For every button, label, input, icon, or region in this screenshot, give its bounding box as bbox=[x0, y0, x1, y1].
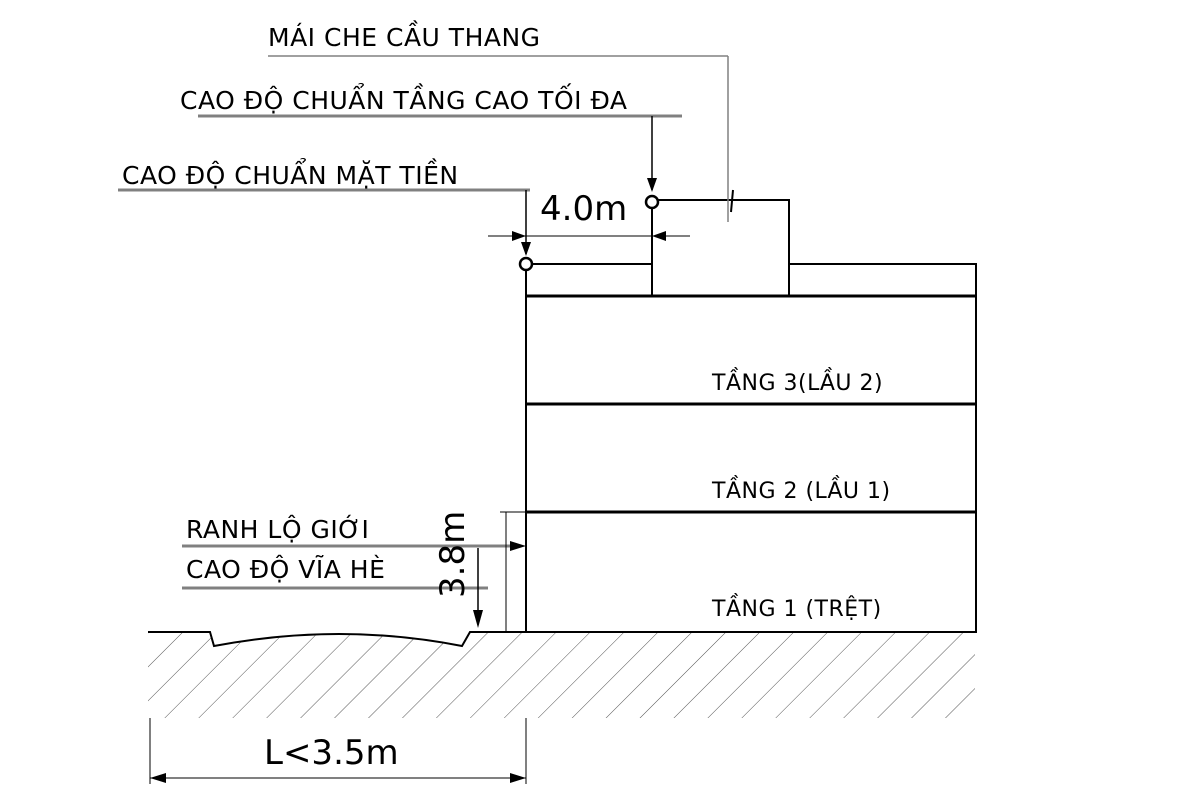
dim-road-width: L<3.5m bbox=[264, 733, 399, 773]
label-sidewalk-level: CAO ĐỘ VĨA HÈ bbox=[186, 554, 385, 584]
setback-dimension bbox=[488, 231, 690, 241]
floor-label-3: TẦNG 3(LẦU 2) bbox=[711, 368, 883, 396]
facade-datum-leader bbox=[118, 188, 531, 256]
parapet-right bbox=[789, 263, 977, 296]
max-height-datum-leader bbox=[198, 114, 682, 192]
label-facade-datum: CAO ĐỘ CHUẨN MẶT TIỀN bbox=[122, 158, 459, 190]
sidewalk-level-leader bbox=[182, 548, 488, 628]
ground-line bbox=[148, 631, 975, 648]
label-stair-roof: MÁI CHE CẦU THANG bbox=[268, 20, 541, 52]
ground-floor-height-dimension bbox=[500, 511, 526, 633]
building-outline bbox=[525, 295, 977, 633]
label-boundary-line: RANH LỘ GIỚI bbox=[186, 514, 369, 544]
building bbox=[525, 199, 977, 633]
datum-marker-top bbox=[644, 194, 660, 210]
label-max-height-datum: CAO ĐỘ CHUẨN TẦNG CAO TỐI ĐA bbox=[180, 83, 627, 115]
datum-marker-facade bbox=[518, 256, 534, 272]
dim-ground-floor-height: 3.8m bbox=[433, 511, 473, 598]
road-width-dimension bbox=[149, 718, 527, 784]
stair-roof-leader bbox=[268, 55, 734, 222]
stair-roof-box bbox=[651, 199, 790, 296]
ground-hatch bbox=[148, 632, 975, 718]
dim-setback: 4.0m bbox=[540, 189, 627, 229]
floor-label-1: TẦNG 1 (TRỆT) bbox=[711, 594, 882, 622]
parapet bbox=[525, 263, 652, 296]
boundary-line-leader bbox=[182, 541, 526, 551]
floor-label-2: TẦNG 2 (LẦU 1) bbox=[711, 476, 891, 504]
